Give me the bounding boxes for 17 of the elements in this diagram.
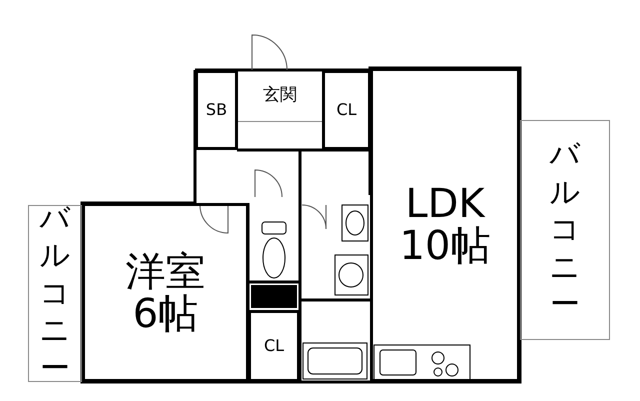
room-label: バルコニー: [548, 136, 582, 324]
room-label: CL: [336, 102, 357, 118]
room-outline: [82, 203, 249, 382]
balcony-outline: [28, 205, 82, 382]
room-label: SB: [206, 102, 228, 118]
room-label: バルコニー: [38, 200, 72, 388]
balcony-outline: [520, 120, 610, 340]
room-label: LDK: [405, 183, 485, 225]
room-label: 洋室: [126, 250, 206, 292]
room-label: 10帖: [400, 225, 490, 267]
room-outline: [248, 310, 300, 382]
room-outline: [195, 70, 238, 150]
room-outline: [322, 70, 371, 150]
room-label: CL: [264, 338, 284, 354]
room-label: 6帖: [132, 292, 198, 334]
room-label: 玄関: [263, 86, 297, 104]
room-outline: [370, 68, 520, 382]
